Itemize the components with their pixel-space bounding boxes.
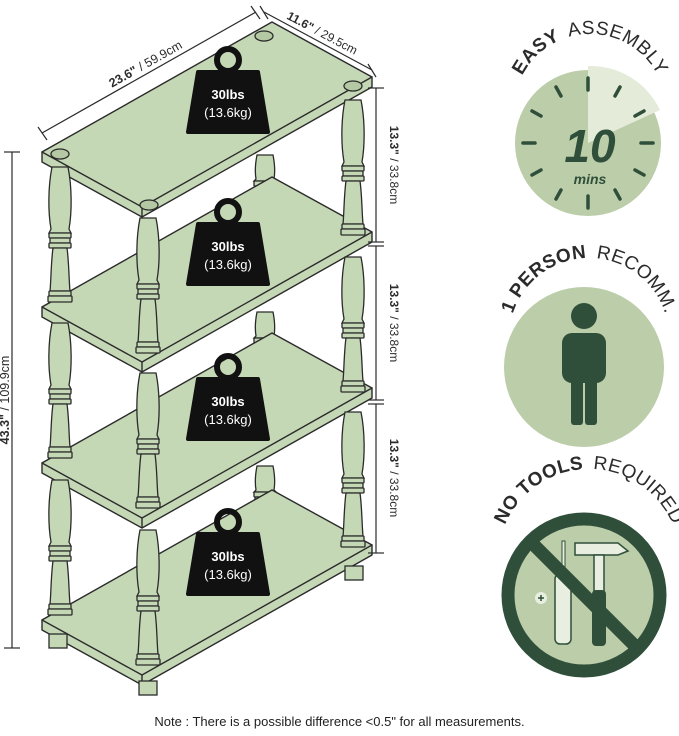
weight-lbs-label: 30lbs <box>211 239 244 254</box>
dimension-height: 43.3" / 109.9cm <box>0 151 20 649</box>
height-inches-label: 43.3" <box>0 414 12 444</box>
tier-gap-inches-label: 13.3" <box>387 439 401 468</box>
tier-gap-cm-label: / 33.8cm <box>387 316 401 362</box>
height-cm-label: / 109.9cm <box>0 356 12 411</box>
dimension-tier-gaps: 13.3" / 33.8cm 13.3" / 33.8cm 13.3" / 33… <box>368 87 401 554</box>
svg-text:13.3" / 33.8cm: 13.3" / 33.8cm <box>387 126 401 204</box>
person-icon <box>562 303 606 425</box>
badge-no-tools: NO TOOLS REQUIRED <box>490 453 679 678</box>
svg-text:43.3" / 109.9cm: 43.3" / 109.9cm <box>0 356 12 445</box>
timer-unit: mins <box>574 171 607 187</box>
tier-gap-cm-label: / 33.8cm <box>387 158 401 204</box>
no-tools-icon <box>501 512 667 678</box>
tier-gap-inches-label: 13.3" <box>387 284 401 313</box>
weight-capacity-tier-1: 30lbs (13.6kg) <box>188 49 268 132</box>
shelf-tier-1 <box>41 21 373 354</box>
weight-capacity-tier-3: 30lbs (13.6kg) <box>188 356 268 439</box>
measurement-note: Note : There is a possible difference <0… <box>154 714 525 729</box>
depth-inches-label: 11.6" <box>285 9 317 35</box>
shelf-unit <box>41 21 373 696</box>
weight-capacity-tier-2: 30lbs (13.6kg) <box>188 201 268 284</box>
weight-kg-label: (13.6kg) <box>204 105 252 120</box>
badge-one-person: 1 PERSON RECOMM. <box>498 242 679 447</box>
weight-kg-label: (13.6kg) <box>204 412 252 427</box>
timer-clock-icon: 10 mins <box>515 65 661 216</box>
weight-lbs-label: 30lbs <box>211 394 244 409</box>
weight-kg-label: (13.6kg) <box>204 567 252 582</box>
weight-lbs-label: 30lbs <box>211 87 244 102</box>
width-inches-label: 23.6" <box>107 63 140 90</box>
svg-text:13.3" / 33.8cm: 13.3" / 33.8cm <box>387 439 401 517</box>
tier-gap-cm-label: / 33.8cm <box>387 471 401 517</box>
tier-gap-inches-label: 13.3" <box>387 126 401 155</box>
svg-text:13.3" / 33.8cm: 13.3" / 33.8cm <box>387 284 401 362</box>
timer-number: 10 <box>564 120 616 172</box>
weight-kg-label: (13.6kg) <box>204 257 252 272</box>
badge-easy-assembly: EASY ASSEMBLY 10 mins <box>508 18 671 216</box>
weight-lbs-label: 30lbs <box>211 549 244 564</box>
shelf-tier-4 <box>41 465 373 696</box>
weight-capacity-tier-4: 30lbs (13.6kg) <box>188 511 268 594</box>
